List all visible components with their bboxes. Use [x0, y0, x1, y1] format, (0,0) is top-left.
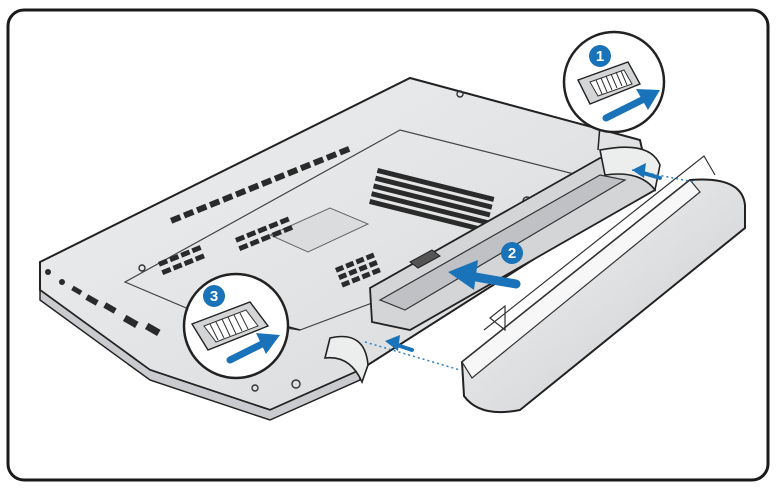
side-ports [45, 269, 161, 336]
step-number-2: 2 [508, 245, 516, 262]
alignment-guide-bottom [364, 341, 461, 371]
insert-arrow-large [448, 260, 521, 290]
zoom-callout-3 [182, 272, 301, 380]
step-number-1: 1 [596, 48, 604, 65]
vent-grille-left [158, 146, 381, 288]
step-badge-3: 3 [203, 285, 225, 307]
zoom-callout-1 [562, 30, 666, 151]
insert-direction-arrow-top [632, 163, 662, 180]
battery-pack [364, 155, 746, 414]
step-badge-2: 2 [501, 242, 523, 264]
step-number-3: 3 [210, 288, 218, 305]
step-badge-1: 1 [589, 45, 611, 67]
vent-grille-right [369, 168, 495, 233]
insert-direction-arrow-bottom [385, 335, 414, 352]
